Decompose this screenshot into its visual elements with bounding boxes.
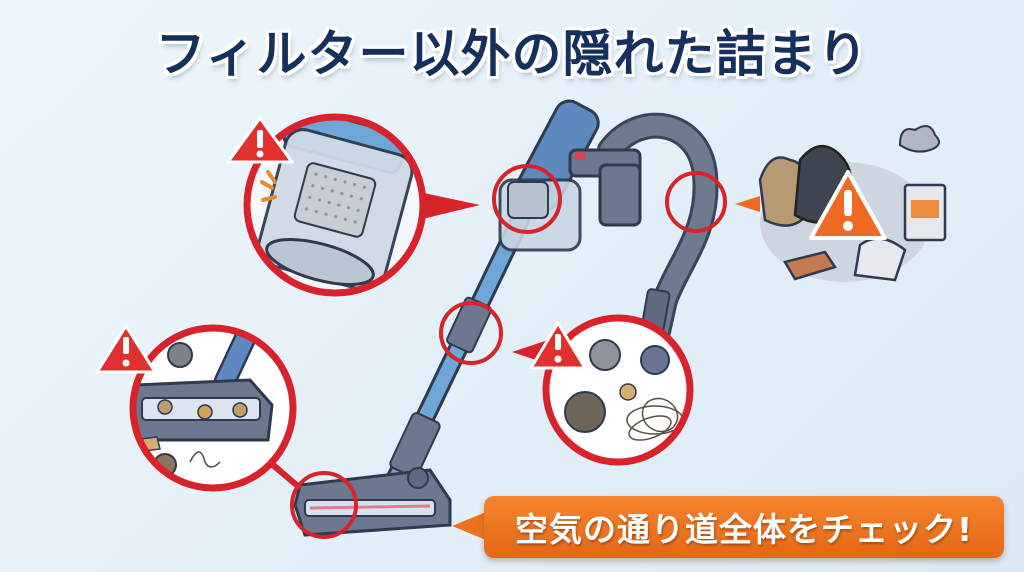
callout-floor-head: [95, 324, 302, 492]
marker-ring-floor-head: [290, 471, 358, 539]
cta-banner: 空気の通り道全体をチェック!: [484, 496, 1004, 558]
warning-icon: [529, 321, 587, 370]
vacuum-wand: [385, 210, 530, 490]
warning-icon: [95, 324, 157, 374]
callout-pipe-joint: [512, 314, 694, 466]
warning-icon: [226, 116, 294, 164]
marker-ring-dust-cup: [492, 164, 562, 234]
page-title: フィルター以外の隠れた詰まり: [155, 25, 869, 83]
vacuum-floor-head: [293, 467, 452, 537]
callout-dust-cup: [226, 113, 480, 297]
warning-icon: [809, 170, 887, 240]
cta-pointer: [452, 512, 486, 540]
marker-ring-pipe-joint: [439, 301, 503, 365]
cta-label: 空気の通り道全体をチェック!: [514, 510, 974, 549]
callout-hose-debris: [735, 125, 947, 282]
vacuum-body: [498, 99, 642, 252]
alert-spark-icon: [260, 170, 277, 202]
marker-ring-hose: [665, 171, 727, 233]
